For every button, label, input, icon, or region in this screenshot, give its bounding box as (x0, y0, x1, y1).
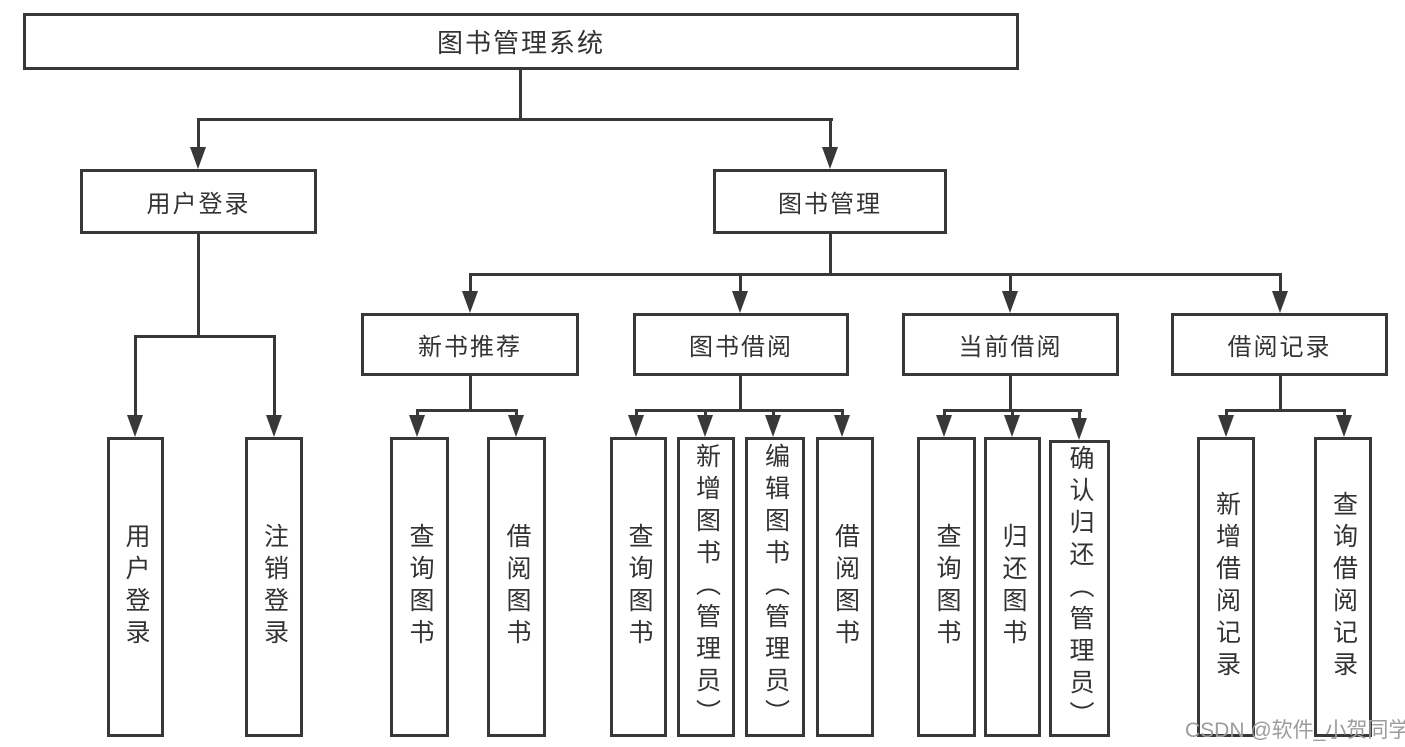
leaf-borrow-books-2-label: 借阅图书 (831, 523, 860, 651)
connector-line (515, 409, 518, 418)
leaf-edit-books-admin: 编辑图书（管理员） (745, 437, 805, 737)
leaf-query-books-1-label: 查询图书 (406, 523, 434, 651)
connector-line (469, 273, 472, 292)
leaf-add-books-admin-label: 新增图书（管理员） (692, 443, 721, 731)
connector-line (1011, 409, 1014, 418)
leaf-query-books-2-label: 查询图书 (625, 523, 653, 651)
arrow-down-icon (462, 291, 478, 313)
arrow-down-icon (266, 415, 282, 437)
leaf-query-books-3-label: 查询图书 (933, 523, 961, 651)
connector-line (273, 335, 276, 417)
connector-line (829, 234, 832, 276)
connector-line (704, 409, 707, 418)
connector-line (1279, 273, 1282, 292)
node-root: 图书管理系统 (23, 13, 1019, 70)
leaf-edit-books-admin-label: 编辑图书（管理员） (761, 443, 790, 731)
arrow-down-icon (732, 291, 748, 313)
watermark: CSDN @软件_小贺同学 (1185, 719, 1405, 742)
arrow-down-icon (628, 415, 644, 437)
arrow-down-icon (834, 415, 850, 437)
arrow-down-icon (697, 415, 713, 437)
leaf-borrow-books-2: 借阅图书 (816, 437, 874, 737)
leaf-add-borrow-record: 新增借阅记录 (1197, 437, 1255, 737)
arrow-down-icon (1336, 415, 1352, 437)
leaf-borrow-books-1: 借阅图书 (487, 437, 546, 737)
node-new-book-recommend-label: 新书推荐 (418, 334, 522, 361)
leaf-logout-label: 注销登录 (260, 523, 289, 651)
connector-line (841, 409, 844, 418)
node-book-borrow-label: 图书借阅 (689, 334, 793, 361)
connector-line (1009, 376, 1012, 412)
node-new-book-recommend: 新书推荐 (361, 313, 579, 376)
connector-line (197, 118, 200, 150)
connector-line (739, 273, 742, 292)
connector-line (416, 409, 518, 412)
arrow-down-icon (127, 415, 143, 437)
leaf-logout: 注销登录 (245, 437, 303, 737)
leaf-query-books-3: 查询图书 (917, 437, 976, 737)
connector-line (469, 273, 1282, 276)
node-book-borrow: 图书借阅 (633, 313, 849, 376)
node-book-management: 图书管理 (713, 169, 947, 234)
node-borrow-records: 借阅记录 (1171, 313, 1388, 376)
connector-line (1225, 409, 1228, 418)
connector-line (635, 409, 638, 418)
leaf-confirm-return-admin: 确认归还（管理员） (1049, 440, 1110, 737)
node-borrow-records-label: 借阅记录 (1227, 334, 1332, 361)
arrow-down-icon (1071, 418, 1087, 440)
arrow-down-icon (1272, 291, 1288, 313)
arrow-down-icon (1002, 291, 1018, 313)
connector-line (635, 409, 844, 412)
leaf-confirm-return-admin-label: 确认归还（管理员） (1066, 444, 1094, 733)
leaf-return-books: 归还图书 (984, 437, 1041, 737)
leaf-return-books-label: 归还图书 (999, 523, 1027, 651)
connector-line (134, 335, 137, 417)
node-current-borrow-label: 当前借阅 (958, 334, 1063, 361)
connector-line (416, 409, 419, 418)
connector-line (829, 118, 832, 150)
connector-line (1343, 409, 1346, 418)
node-root-label: 图书管理系统 (436, 28, 605, 58)
node-user-login: 用户登录 (80, 169, 317, 234)
leaf-add-books-admin: 新增图书（管理员） (677, 437, 735, 737)
connector-line (134, 335, 276, 338)
leaf-add-borrow-record-label: 新增借阅记录 (1212, 491, 1241, 683)
leaf-query-borrow-record-label: 查询借阅记录 (1329, 491, 1358, 683)
arrow-down-icon (190, 147, 206, 169)
connector-line (519, 70, 522, 120)
connector-line (1279, 376, 1282, 412)
node-book-management-label: 图书管理 (778, 191, 882, 218)
arrow-down-icon (936, 415, 952, 437)
connector-line (772, 409, 775, 418)
arrow-down-icon (822, 147, 838, 169)
arrow-down-icon (409, 415, 425, 437)
connector-line (1009, 273, 1012, 292)
leaf-user-login: 用户登录 (107, 437, 164, 737)
node-current-borrow: 当前借阅 (902, 313, 1119, 376)
arrow-down-icon (508, 415, 524, 437)
connector-line (1078, 409, 1081, 420)
connector-line (197, 234, 200, 338)
arrow-down-icon (1218, 415, 1234, 437)
leaf-query-books-2: 查询图书 (610, 437, 667, 737)
connector-line (943, 409, 946, 418)
leaf-user-login-label: 用户登录 (122, 523, 150, 651)
leaf-query-borrow-record: 查询借阅记录 (1314, 437, 1372, 737)
arrow-down-icon (765, 415, 781, 437)
connector-line (1225, 409, 1345, 412)
connector-line (739, 376, 742, 412)
leaf-borrow-books-1-label: 借阅图书 (503, 523, 531, 651)
leaf-query-books-1: 查询图书 (390, 437, 449, 737)
connector-line (197, 118, 833, 121)
node-user-login-label: 用户登录 (146, 191, 251, 218)
connector-line (469, 376, 472, 412)
arrow-down-icon (1004, 415, 1020, 437)
